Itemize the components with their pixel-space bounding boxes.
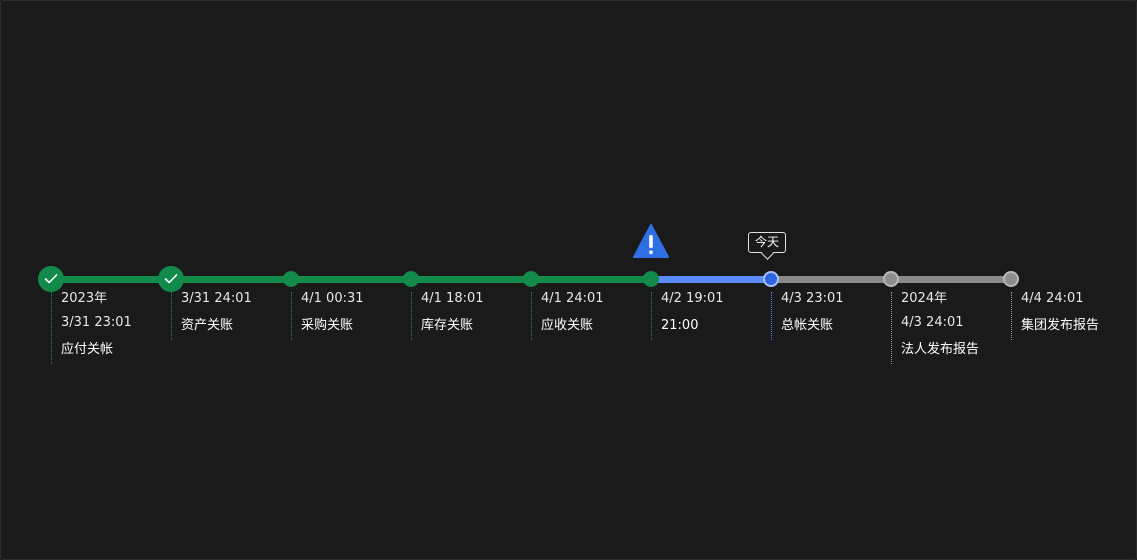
milestone-date-line-2: 4/1 00:31 — [301, 291, 364, 306]
milestone-connector-4 — [531, 292, 532, 340]
today-tooltip-pointer — [761, 247, 774, 260]
milestone-date-line-6: 4/3 23:01 — [781, 291, 844, 306]
milestone-date-line-5: 4/2 19:01 — [661, 291, 724, 306]
check-icon — [164, 274, 178, 284]
today-label: 今天 — [754, 235, 779, 249]
milestone-node-8[interactable] — [1003, 271, 1019, 287]
milestone-node-4[interactable] — [523, 271, 539, 287]
milestone-node-3[interactable] — [403, 271, 419, 287]
milestone-name-4: 应收关账 — [541, 318, 594, 333]
milestone-date-line-1: 3/31 24:01 — [181, 291, 252, 306]
milestone-connector-7 — [891, 292, 892, 364]
milestone-node-6-today[interactable] — [763, 271, 779, 287]
milestone-name-2: 采购关账 — [301, 318, 354, 333]
milestone-node-7[interactable] — [883, 271, 899, 287]
milestone-node-2[interactable] — [283, 271, 299, 287]
milestone-node-1[interactable] — [158, 266, 184, 292]
milestone-date-line-7a: 2024年 — [901, 291, 948, 306]
milestone-connector-0 — [51, 292, 52, 364]
milestone-date-line-3: 4/1 18:01 — [421, 291, 484, 306]
milestone-node-5[interactable] — [643, 271, 659, 287]
milestone-connector-3 — [411, 292, 412, 340]
warning-icon[interactable] — [632, 223, 670, 259]
milestone-node-0[interactable] — [38, 266, 64, 292]
milestone-connector-1 — [171, 292, 172, 340]
today-tooltip: 今天 — [748, 232, 786, 260]
milestone-date-line-0b: 3/31 23:01 — [61, 315, 132, 330]
track-segment-done — [51, 276, 651, 283]
milestone-connector-5 — [651, 292, 652, 340]
milestone-date-line-8: 4/4 24:01 — [1021, 291, 1084, 306]
track-segment-current — [651, 276, 771, 283]
milestone-name-7: 法人发布报告 — [901, 342, 980, 357]
milestone-name-0: 应付关帐 — [61, 342, 114, 357]
milestone-connector-8 — [1011, 292, 1012, 340]
milestone-date-line-7b: 4/3 24:01 — [901, 315, 964, 330]
milestone-name-1: 资产关账 — [181, 318, 234, 333]
milestone-connector-6 — [771, 292, 772, 340]
milestone-name-8: 集团发布报告 — [1021, 318, 1100, 333]
milestone-name-5: 21:00 — [661, 318, 699, 333]
milestone-date-line-4: 4/1 24:01 — [541, 291, 604, 306]
milestone-connector-2 — [291, 292, 292, 340]
milestone-name-3: 库存关账 — [421, 318, 474, 333]
milestone-date-line-0a: 2023年 — [61, 291, 108, 306]
check-icon — [44, 274, 58, 284]
milestone-name-6: 总帐关账 — [781, 318, 834, 333]
